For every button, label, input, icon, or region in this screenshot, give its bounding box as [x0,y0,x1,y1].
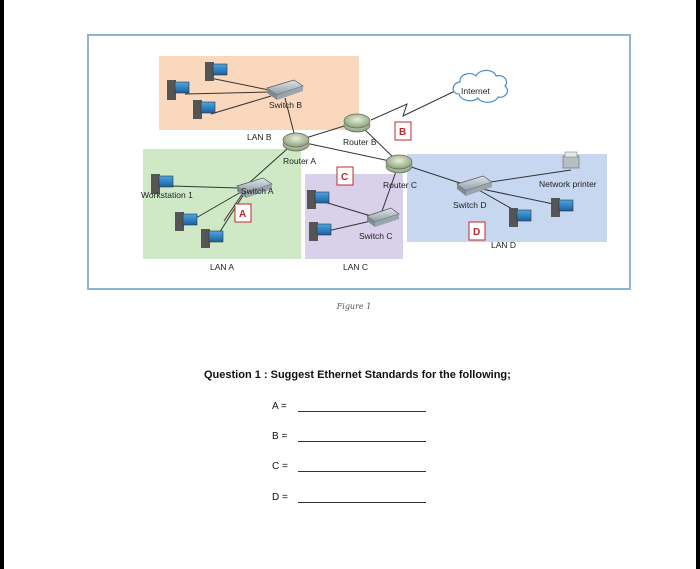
lan-c-label: LAN C [343,262,368,272]
switch-b-label: Switch B [269,100,302,110]
router-b-label: Router B [343,137,377,147]
answer-label-d: D = [272,492,288,503]
marker-c: C [336,166,354,186]
internet-cloud-icon [452,69,509,103]
document-page: Internet Switch B LAN B [4,0,696,569]
lan-a-computers [151,174,224,248]
lan-c-computers [307,190,332,241]
question-title: Question 1 : Suggest Ethernet Standards … [204,369,511,381]
switch-d-icon [456,175,493,196]
network-figure: Internet Switch B LAN B [87,34,631,290]
answer-label-c: C = [272,461,288,472]
switch-a-icon [236,177,273,198]
marker-b: B [394,121,412,141]
lan-b-computers [167,62,228,119]
answer-label-a: A = [272,401,287,412]
router-b-icon [343,113,371,133]
lan-d-label: LAN D [491,240,516,250]
lan-a-label: LAN A [210,262,234,272]
internet-label: Internet [461,86,490,96]
router-c-icon [385,154,413,174]
marker-a-text: A [239,209,246,220]
network-diagram: Internet Switch B LAN B [141,56,607,272]
answer-row-c: C = [272,461,426,472]
network-printer-icon [562,151,580,169]
router-a-icon [282,132,310,152]
lan-a-zone [143,149,301,259]
lan-d-computers [509,198,574,227]
switch-c-label: Switch C [359,231,393,241]
answer-row-d: D = [272,492,426,503]
lan-b-label: LAN B [247,132,272,142]
lan-d-zone [407,154,607,242]
network-printer-label: Network printer [539,179,597,189]
workstation-1-label: Workstation 1 [141,190,193,200]
marker-d-text: D [473,227,480,238]
answer-blank-b[interactable] [298,431,426,442]
switch-a-label: Switch A [241,186,274,196]
answer-row-a: A = [272,401,426,412]
figure-caption: Figure 1 [336,302,372,311]
switch-c-icon [366,207,400,227]
answer-blank-d[interactable] [298,492,426,503]
answer-row-b: B = [272,431,426,442]
marker-c-text: C [341,172,348,183]
router-c-label: Router C [383,180,417,190]
answer-label-b: B = [272,431,288,442]
switch-b-icon [266,79,304,100]
answer-blank-a[interactable] [298,401,426,412]
marker-b-text: B [399,127,406,138]
answer-blank-c[interactable] [298,461,426,472]
marker-a: A [234,203,252,223]
lan-b-zone [159,56,359,130]
switch-d-label: Switch D [453,200,487,210]
marker-d: D [468,221,486,241]
router-a-label: Router A [283,156,316,166]
